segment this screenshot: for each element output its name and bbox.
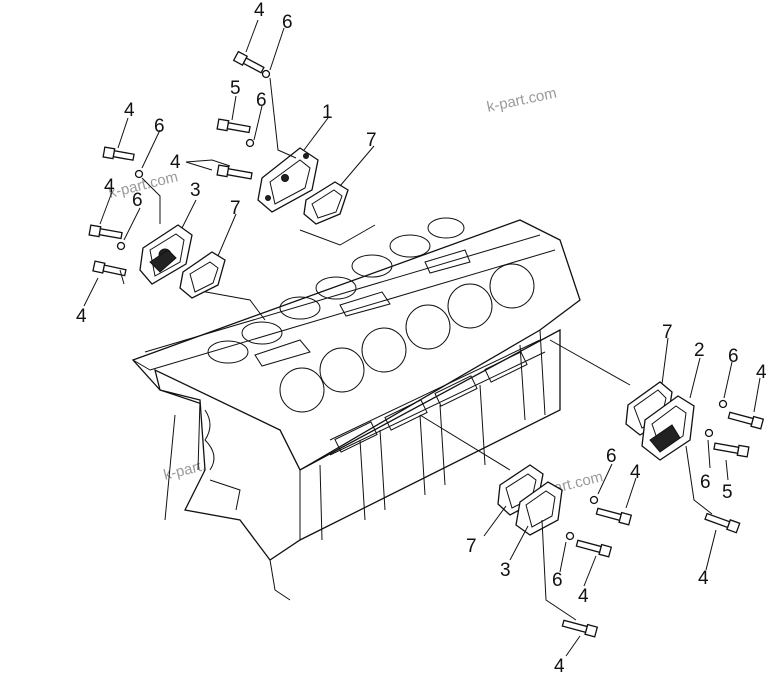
part-callout: 4 xyxy=(756,362,767,383)
gasket-part-7-top xyxy=(303,181,349,225)
part-callout: 4 xyxy=(578,586,589,607)
cover-part-3-left xyxy=(139,224,193,285)
part-callout: 4 xyxy=(104,176,115,197)
part-callout: 1 xyxy=(322,102,333,123)
part-callout: 4 xyxy=(76,306,87,327)
cover-part-3-bottom xyxy=(515,481,563,536)
part-callout: 4 xyxy=(554,656,565,677)
part-callout: 4 xyxy=(254,0,265,21)
part-callout: 5 xyxy=(230,78,241,99)
fasteners xyxy=(88,50,765,638)
part-callout: 6 xyxy=(282,12,293,33)
part-callout: 3 xyxy=(190,180,201,201)
part-callout: 6 xyxy=(606,446,617,467)
callouts: 4 6 5 6 1 4 6 4 7 4 6 3 7 4 7 2 6 4 6 5 … xyxy=(76,0,767,677)
leader-lines xyxy=(83,19,761,657)
part-callout: 4 xyxy=(698,568,709,589)
part-callout: 7 xyxy=(466,536,477,557)
cover-part-2-right xyxy=(641,395,695,461)
part-callout: 7 xyxy=(366,130,377,151)
part-callout: 4 xyxy=(630,462,641,483)
part-callout: 5 xyxy=(722,482,733,503)
watermark-text: k-part.com xyxy=(107,168,180,202)
part-callout: 6 xyxy=(154,116,165,137)
part-callout: 2 xyxy=(694,340,705,361)
part-callout: 6 xyxy=(256,90,267,111)
engine-block xyxy=(131,217,631,601)
part-callout: 3 xyxy=(500,560,511,581)
part-callout: 4 xyxy=(124,100,135,121)
part-callout: 6 xyxy=(132,190,143,211)
part-callout: 6 xyxy=(728,346,739,367)
part-callout: 7 xyxy=(230,198,241,219)
part-callout: 7 xyxy=(662,322,673,343)
watermark-text: k-part.com xyxy=(485,85,558,116)
gasket-part-7-left xyxy=(179,251,226,299)
cover-part-1 xyxy=(257,147,319,213)
part-callout: 4 xyxy=(170,152,181,173)
part-callout: 6 xyxy=(552,570,563,591)
part-callout: 6 xyxy=(700,472,711,493)
